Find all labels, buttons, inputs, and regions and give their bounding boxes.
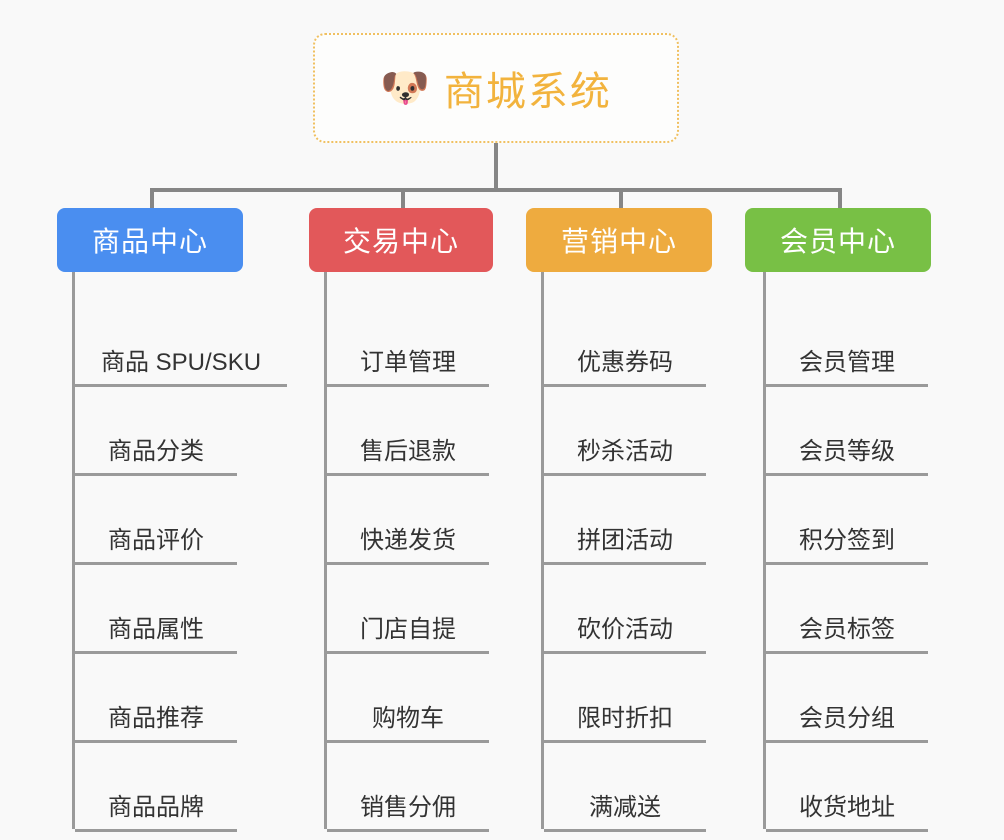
branch-column-product-center: 商品中心 商品 SPU/SKU 商品分类 商品评价 商品属性 商品推荐 商品品牌 [57,208,288,832]
leaf-item-label: 商品品牌 [108,794,204,822]
leaf-item-label: 积分签到 [799,527,895,555]
leaf-item-label: 砍价活动 [577,616,673,644]
leaf-item-label: 商品分类 [108,438,204,466]
leaf-spine [72,272,75,829]
leaf-item[interactable]: 砍价活动 [541,565,712,654]
leaf-item-label: 收货地址 [799,794,895,822]
category-header-label: 会员中心 [779,226,896,257]
leaf-item[interactable]: 限时折扣 [541,654,712,743]
leaf-item[interactable]: 销售分佣 [324,743,493,832]
connector-horizontal-bus [150,188,840,192]
leaf-item[interactable]: 商品评价 [72,476,287,565]
leaf-item[interactable]: 快递发货 [324,476,493,565]
leaf-item-label: 销售分佣 [360,794,456,822]
leaf-item[interactable]: 售后退款 [324,387,493,476]
leaf-item[interactable]: 商品 SPU/SKU [72,298,288,387]
leaf-list-marketing-center: 优惠券码 秒杀活动 拼团活动 砍价活动 限时折扣 满减送 [541,272,712,832]
leaf-item[interactable]: 收货地址 [763,743,931,832]
leaf-spine [541,272,544,829]
category-header-label: 商品中心 [91,226,208,257]
leaf-item-label: 限时折扣 [577,705,673,733]
leaf-item[interactable]: 满减送 [541,743,712,832]
leaf-item-label: 门店自提 [360,616,456,644]
leaf-item-label: 会员标签 [799,616,895,644]
leaf-item[interactable]: 积分签到 [763,476,931,565]
leaf-item[interactable]: 优惠券码 [541,298,712,387]
leaf-list-product-center: 商品 SPU/SKU 商品分类 商品评价 商品属性 商品推荐 商品品牌 [72,272,288,832]
leaf-item-label: 商品评价 [108,527,204,555]
leaf-item-label: 会员管理 [799,349,895,377]
leaf-item-label: 购物车 [372,705,444,733]
category-header-marketing-center[interactable]: 营销中心 [526,208,712,272]
leaf-item[interactable]: 商品推荐 [72,654,287,743]
leaf-spine [763,272,766,829]
leaf-item-label: 商品推荐 [108,705,204,733]
leaf-item-label: 优惠券码 [577,349,673,377]
leaf-item[interactable]: 商品属性 [72,565,287,654]
category-header-trade-center[interactable]: 交易中心 [309,208,493,272]
branch-column-marketing-center: 营销中心 优惠券码 秒杀活动 拼团活动 砍价活动 限时折扣 满减送 [526,208,712,832]
leaf-item-label: 商品属性 [108,616,204,644]
leaf-list-member-center: 会员管理 会员等级 积分签到 会员标签 会员分组 收货地址 [763,272,931,832]
branch-column-trade-center: 交易中心 订单管理 售后退款 快递发货 门店自提 购物车 销售分佣 [309,208,493,832]
connector-root-stem [494,143,498,190]
leaf-item[interactable]: 购物车 [324,654,493,743]
leaf-item[interactable]: 秒杀活动 [541,387,712,476]
leaf-item[interactable]: 会员标签 [763,565,931,654]
category-header-product-center[interactable]: 商品中心 [57,208,243,272]
leaf-item[interactable]: 商品品牌 [72,743,287,832]
leaf-list-trade-center: 订单管理 售后退款 快递发货 门店自提 购物车 销售分佣 [324,272,493,832]
leaf-item-label: 会员等级 [799,438,895,466]
connector-drop-2 [619,188,623,210]
leaf-item[interactable]: 拼团活动 [541,476,712,565]
leaf-item[interactable]: 订单管理 [324,298,493,387]
leaf-item[interactable]: 会员分组 [763,654,931,743]
leaf-item-label: 会员分组 [799,705,895,733]
leaf-item[interactable]: 会员管理 [763,298,931,387]
branch-column-member-center: 会员中心 会员管理 会员等级 积分签到 会员标签 会员分组 收货地址 [745,208,931,832]
leaf-item[interactable]: 门店自提 [324,565,493,654]
connector-drop-3 [838,188,842,210]
leaf-item-label: 快递发货 [360,527,456,555]
category-header-label: 交易中心 [342,226,459,257]
leaf-item-label: 售后退款 [360,438,456,466]
connector-drop-1 [401,188,405,210]
dog-face-icon: 🐶 [380,66,430,110]
leaf-item-label: 秒杀活动 [577,438,673,466]
leaf-item-label: 满减送 [589,794,661,822]
leaf-item-label: 拼团活动 [577,527,673,555]
connector-drop-0 [150,188,154,210]
leaf-spine [324,272,327,829]
leaf-item-label: 订单管理 [360,349,456,377]
leaf-item[interactable]: 会员等级 [763,387,931,476]
root-node[interactable]: 🐶 商城系统 [313,33,679,143]
root-title: 商城系统 [443,70,612,114]
category-header-member-center[interactable]: 会员中心 [745,208,931,272]
leaf-item-label: 商品 SPU/SKU [101,349,262,377]
category-header-label: 营销中心 [560,226,677,257]
leaf-item[interactable]: 商品分类 [72,387,287,476]
